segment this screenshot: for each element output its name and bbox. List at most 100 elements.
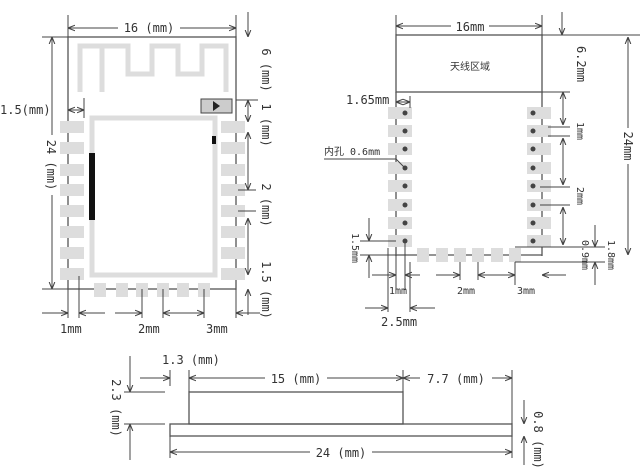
label-background [621, 128, 635, 164]
bottom-pad [509, 248, 521, 262]
side-pad [527, 199, 551, 211]
antenna-area-label: 天线区域 [450, 60, 490, 73]
length-label: 24 (mm) [316, 446, 367, 460]
side-pad [388, 143, 412, 155]
pad-offset-label: 1.65mm [346, 93, 389, 107]
pitch-1-label: 1 (mm) [259, 103, 273, 146]
bottom-2-label: 2mm [138, 322, 160, 336]
side-pad [527, 217, 551, 229]
side-pad [527, 235, 551, 247]
side-pad [527, 162, 551, 174]
side-pad [527, 180, 551, 192]
label-background [265, 371, 327, 385]
pad-hole [402, 110, 408, 116]
side-pad [221, 164, 245, 176]
side-pad [388, 235, 412, 247]
pad-hole [530, 128, 536, 134]
side-pad [221, 268, 245, 280]
height-label: 24 (mm) [44, 140, 58, 191]
pad-hole [402, 146, 408, 152]
small-marker [212, 136, 216, 144]
edge-offset-label: 1.5(mm) [0, 103, 51, 117]
side-pad [388, 180, 412, 192]
side-view: 1.3 (mm) 15 (mm) 7.7 (mm) 2.3 (mm) 24 (m… [109, 353, 545, 469]
antenna-trace [77, 43, 229, 92]
side-pad [60, 247, 84, 259]
pad-hole [530, 183, 536, 189]
side-pad [221, 226, 245, 238]
gap-09-label: 0.9mm [579, 240, 590, 270]
total-height-label: 2.3 (mm) [109, 379, 123, 437]
side-pad [527, 107, 551, 119]
side-pad [388, 107, 412, 119]
bottom-pad [94, 283, 106, 297]
bottom-pad [472, 248, 484, 262]
side-pad [60, 164, 84, 176]
side-pad [221, 205, 245, 217]
side-pad [527, 125, 551, 137]
module-outline [67, 36, 237, 290]
shield-outline [89, 115, 218, 278]
label-background [451, 18, 489, 32]
pcb-thickness-label: 0.8 (mm) [531, 411, 545, 469]
side-pad [388, 125, 412, 137]
pad-hole [530, 165, 536, 171]
hole-leader-line [324, 158, 406, 169]
width-label: 16 (mm) [124, 21, 175, 35]
side-pad [60, 205, 84, 217]
offset-label: 1.3 (mm) [162, 353, 220, 367]
pad-hole [530, 110, 536, 116]
bottom-25-label: 2.5mm [381, 315, 417, 329]
hole-label: 内孔 0.6mm [324, 145, 380, 158]
side-pad [60, 121, 84, 133]
side-pad [527, 143, 551, 155]
label-background [118, 20, 180, 34]
bottom-pad [417, 248, 429, 262]
top-view: 16 (mm) 24 (mm) 1.5(mm) 6 (mm) 1 (mm) 2 … [0, 12, 273, 336]
bottom-pad [454, 248, 466, 262]
footprint-view: 天线区域 16mm 6.2mm 24mm 1.65mm 内孔 0.6mm 1mm… [324, 12, 640, 329]
side-pad [60, 142, 84, 154]
side-pad [221, 184, 245, 196]
antenna-height-label: 6 (mm) [259, 48, 273, 91]
pad-hole [402, 220, 408, 226]
antenna-area [395, 34, 543, 93]
side-pad [221, 247, 245, 259]
antenna-height-label: 6.2mm [574, 46, 588, 82]
pitch-2-label: 2 (mm) [259, 183, 273, 226]
gap-18-label: 1.8mm [605, 240, 616, 270]
side-pad [60, 268, 84, 280]
bottom-pad [491, 248, 503, 262]
triangle-icon [213, 101, 220, 111]
side-pad [221, 142, 245, 154]
bottom-1-label: 1mm [389, 286, 407, 297]
pad-hole [530, 238, 536, 244]
side-pad [388, 199, 412, 211]
bottom-pad [116, 283, 128, 297]
bottom-2-label: 2mm [457, 286, 475, 297]
label-background [420, 371, 492, 385]
label-background [44, 135, 60, 195]
side-pad [60, 226, 84, 238]
pad-hole [530, 202, 536, 208]
pcb-substrate [169, 423, 513, 437]
pad-hole [402, 128, 408, 134]
side-pad [221, 121, 245, 133]
bottom-3-label: 3mm [206, 322, 228, 336]
black-marker [89, 153, 95, 220]
pad-hole [530, 220, 536, 226]
footprint-pads [388, 107, 551, 262]
pad-hole [530, 146, 536, 152]
bottom-gap-label: 1.5mm [349, 233, 360, 263]
shield-can [188, 391, 404, 425]
bottom-3-label: 3mm [517, 286, 535, 297]
pitch-1-label: 1mm [574, 122, 585, 140]
bottom-offset-label: 1.5 (mm) [259, 261, 273, 319]
pad-hole [402, 202, 408, 208]
side-pad [60, 184, 84, 196]
top-view-pads [60, 121, 245, 297]
pitch-2-label: 2mm [574, 187, 585, 205]
bottom-pad [436, 248, 448, 262]
bottom-pad [177, 283, 189, 297]
